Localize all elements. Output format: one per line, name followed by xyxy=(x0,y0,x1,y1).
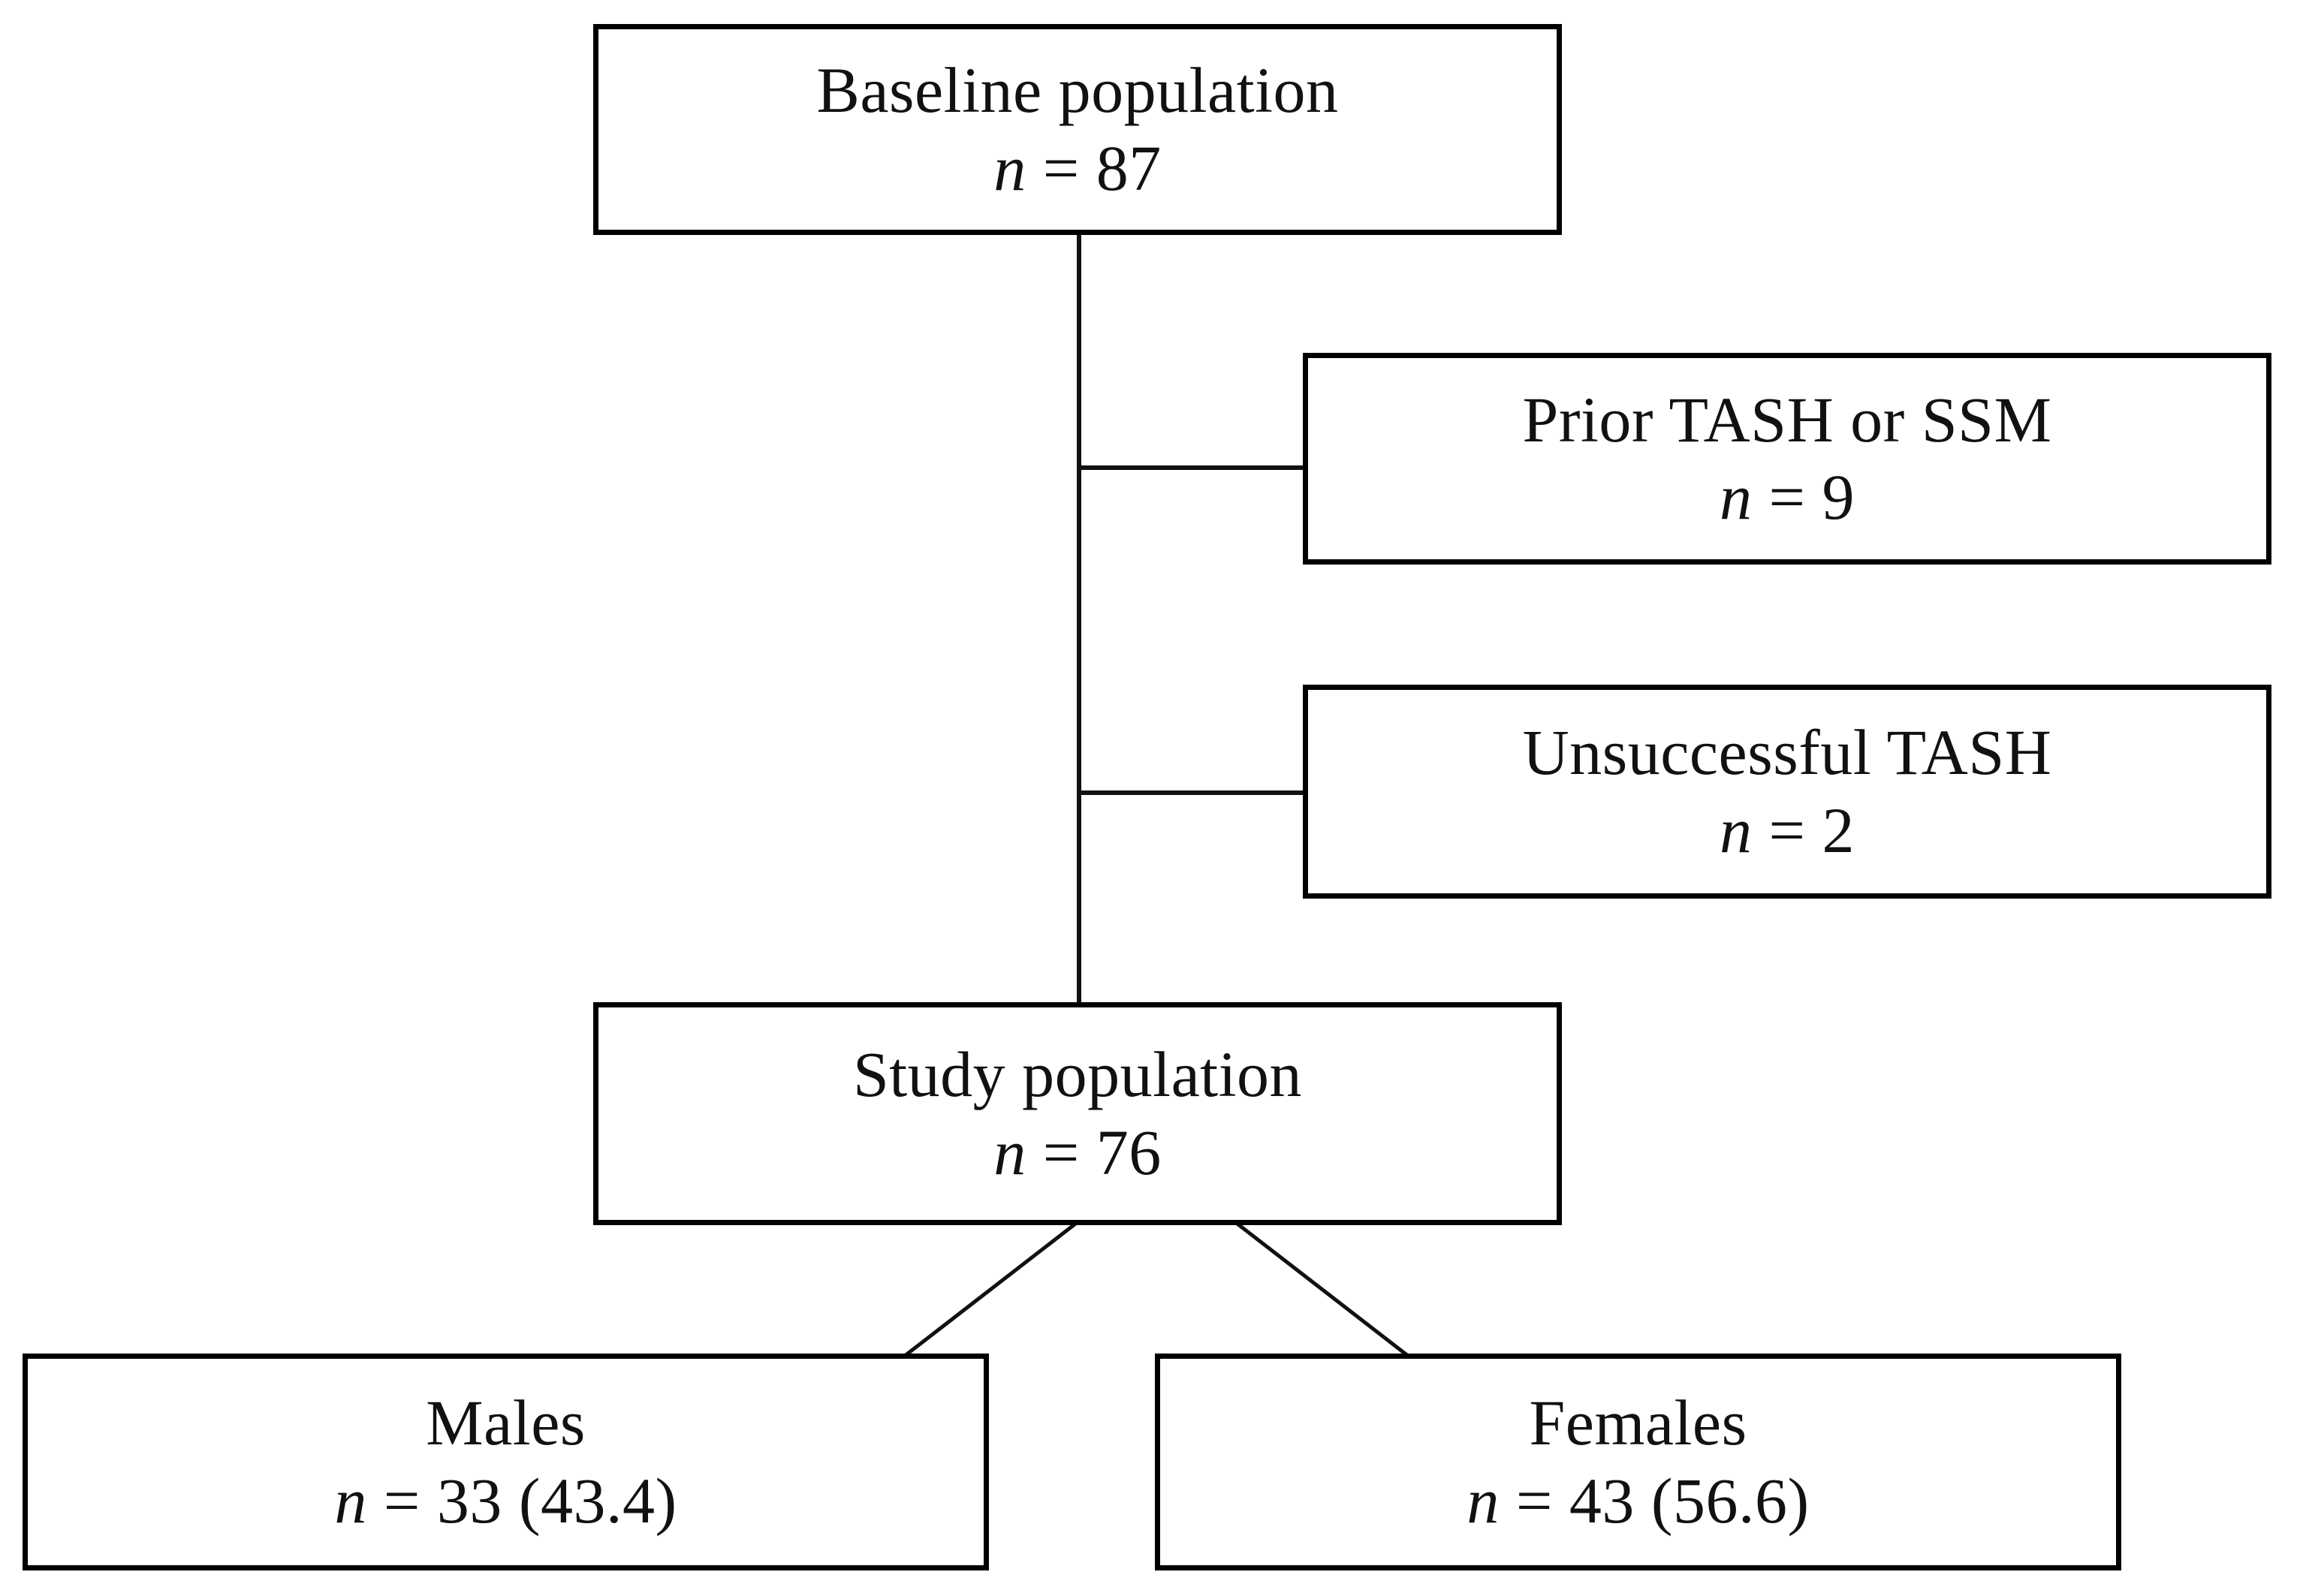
n-symbol: n xyxy=(993,1116,1026,1188)
n-value: 87 xyxy=(1096,131,1162,204)
n-separator: = xyxy=(1026,1116,1096,1188)
node-males: Males n = 33 (43.4) xyxy=(23,1354,989,1570)
connector-study-to-females xyxy=(1234,1221,1409,1357)
node-males-title: Males xyxy=(426,1387,586,1459)
node-unsuccessful-tash-title: Unsuccessful TASH xyxy=(1522,716,2052,789)
connector-baseline-to-study xyxy=(1077,235,1081,1004)
node-females-count: n = 43 (56.6) xyxy=(1467,1464,1810,1537)
node-baseline-population-title: Baseline population xyxy=(816,54,1339,127)
node-unsuccessful-tash: Unsuccessful TASH n = 2 xyxy=(1303,685,2271,899)
node-prior-tash-or-ssm-count: n = 9 xyxy=(1719,461,1855,533)
connector-baseline-to-unsuccessful xyxy=(1077,790,1304,795)
node-baseline-population-count: n = 87 xyxy=(993,131,1162,204)
connector-study-to-sex-groups xyxy=(903,1221,1409,1357)
n-separator: = xyxy=(366,1464,437,1537)
node-unsuccessful-tash-count: n = 2 xyxy=(1719,793,1855,866)
node-study-population-count: n = 76 xyxy=(993,1119,1162,1186)
n-separator: = xyxy=(1752,461,1822,533)
n-separator: = xyxy=(1499,1464,1569,1537)
n-value: 33 (43.4) xyxy=(436,1464,677,1537)
node-study-population: Study population n = 76 xyxy=(593,1002,1562,1225)
n-symbol: n xyxy=(993,131,1026,204)
node-prior-tash-or-ssm: Prior TASH or SSM n = 9 xyxy=(1303,353,2271,565)
connector-study-to-males xyxy=(903,1221,1079,1357)
node-study-population-title: Study population xyxy=(852,1038,1303,1111)
n-value: 2 xyxy=(1822,793,1855,866)
node-prior-tash-or-ssm-title: Prior TASH or SSM xyxy=(1522,383,2052,456)
n-symbol: n xyxy=(1467,1464,1500,1537)
node-males-count: n = 33 (43.4) xyxy=(334,1464,677,1537)
n-value: 76 xyxy=(1096,1116,1162,1188)
node-females-title: Females xyxy=(1529,1387,1747,1459)
node-baseline-population: Baseline population n = 87 xyxy=(593,24,1562,235)
connector-baseline-to-prior xyxy=(1077,465,1304,470)
n-symbol: n xyxy=(334,1464,367,1537)
n-value: 9 xyxy=(1822,461,1855,533)
n-separator: = xyxy=(1752,793,1822,866)
n-symbol: n xyxy=(1719,461,1753,533)
n-separator: = xyxy=(1026,131,1096,204)
n-value: 43 (56.6) xyxy=(1569,1464,1810,1537)
n-symbol: n xyxy=(1719,793,1753,866)
node-females: Females n = 43 (56.6) xyxy=(1155,1354,2121,1570)
